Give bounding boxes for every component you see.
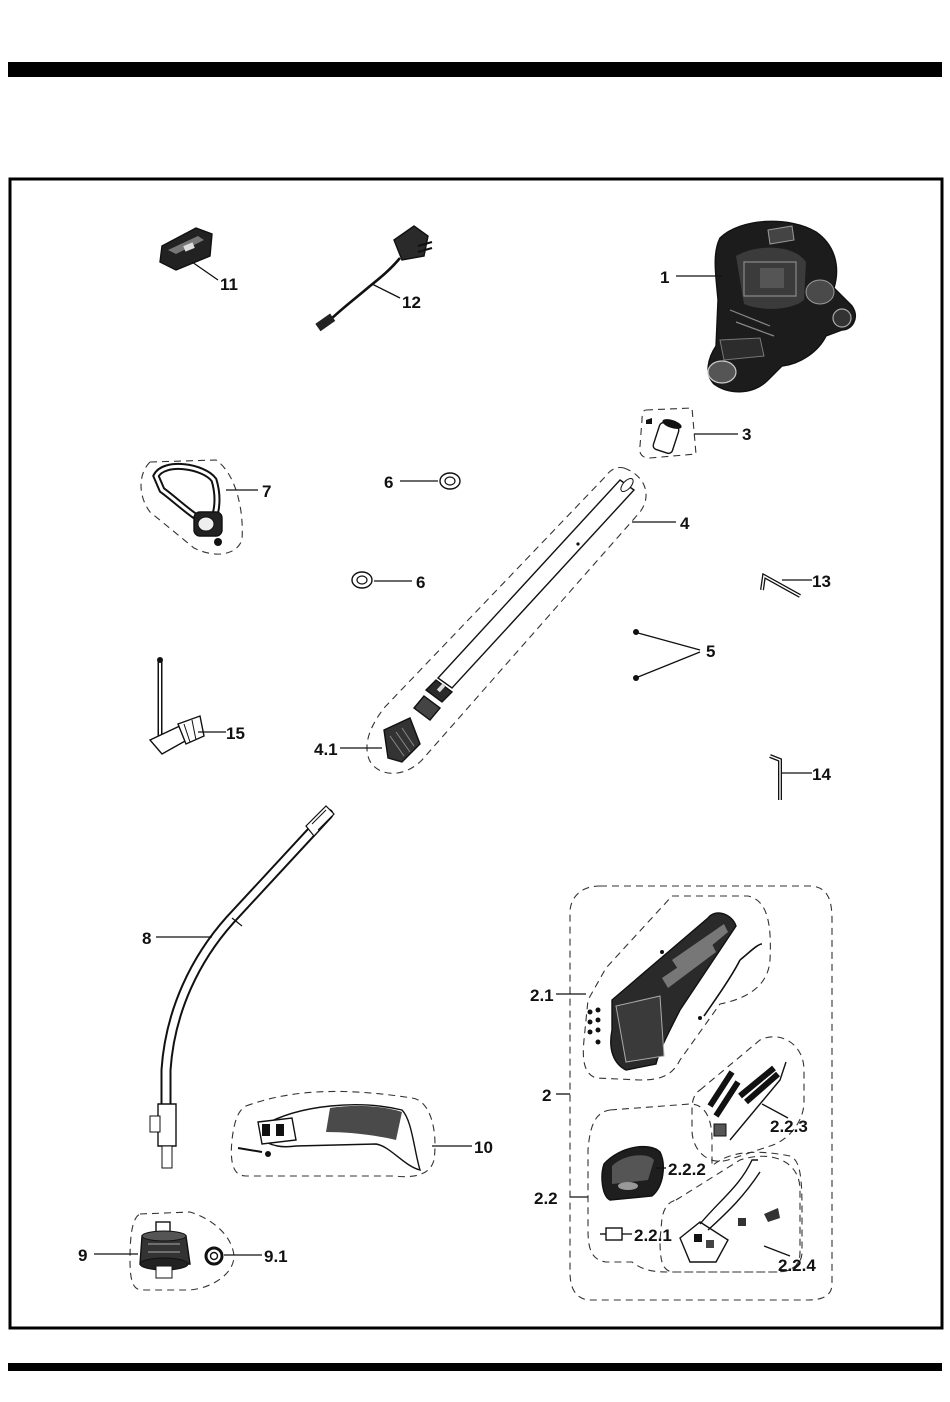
label-9: 9 bbox=[78, 1246, 87, 1265]
label-5: 5 bbox=[706, 642, 715, 661]
label-9-1: 9.1 bbox=[264, 1247, 288, 1266]
label-2-1: 2.1 bbox=[530, 986, 554, 1005]
label-13: 13 bbox=[812, 572, 831, 591]
label-12: 12 bbox=[402, 293, 421, 312]
label-4-1: 4.1 bbox=[314, 740, 338, 759]
part-3-sleeve-group: 3 bbox=[640, 408, 752, 458]
part-13-hex-key: 13 bbox=[762, 572, 831, 596]
part-6-ring-upper: 6 bbox=[384, 473, 460, 492]
label-11: 11 bbox=[220, 275, 238, 294]
part-9-spool-head: 9 9.1 bbox=[78, 1212, 288, 1290]
label-6-upper: 6 bbox=[384, 473, 393, 492]
part-4-upper-shaft: 4 4.1 bbox=[314, 467, 690, 773]
label-2-2-3: 2.2.3 bbox=[770, 1117, 808, 1136]
part-7-assist-handle: 7 bbox=[141, 460, 271, 554]
label-10: 10 bbox=[474, 1138, 493, 1157]
label-2-2: 2.2 bbox=[534, 1189, 558, 1208]
screws bbox=[588, 1008, 601, 1045]
label-7: 7 bbox=[262, 482, 271, 501]
label-14: 14 bbox=[812, 765, 831, 784]
part-2-2-3-wires: 2.2.3 bbox=[692, 1037, 808, 1162]
part-14-hex-key: 14 bbox=[770, 756, 831, 800]
part-2-2-electronics: 2.2.2 2.2.1 2.2 bbox=[534, 1104, 802, 1272]
part-10-guard: 10 bbox=[231, 1091, 493, 1176]
label-2: 2 bbox=[542, 1086, 551, 1105]
part-6-ring-lower: 6 bbox=[352, 572, 425, 592]
part-2-handle-assembly: 2.1 2 2.2.3 2.2.2 bbox=[530, 886, 832, 1300]
label-15: 15 bbox=[226, 724, 245, 743]
label-8: 8 bbox=[142, 929, 151, 948]
label-3: 3 bbox=[742, 425, 751, 444]
label-6-lower: 6 bbox=[416, 573, 425, 592]
part-15-tool: 15 bbox=[150, 657, 245, 754]
label-1: 1 bbox=[660, 268, 669, 287]
part-12-charger: 12 bbox=[315, 226, 432, 331]
bottom-rule bbox=[8, 1363, 942, 1371]
part-11-connector: 11 bbox=[160, 228, 238, 294]
label-2-2-4: 2.2.4 bbox=[778, 1256, 816, 1275]
part-1-motor-housing: 1 bbox=[660, 221, 855, 391]
label-2-2-2: 2.2.2 bbox=[668, 1160, 706, 1179]
label-2-2-1: 2.2.1 bbox=[634, 1226, 672, 1245]
part-2-1-handle: 2.1 bbox=[530, 896, 770, 1080]
top-rule bbox=[8, 62, 942, 77]
label-4: 4 bbox=[680, 514, 690, 533]
part-5-pins: 5 bbox=[633, 629, 715, 681]
